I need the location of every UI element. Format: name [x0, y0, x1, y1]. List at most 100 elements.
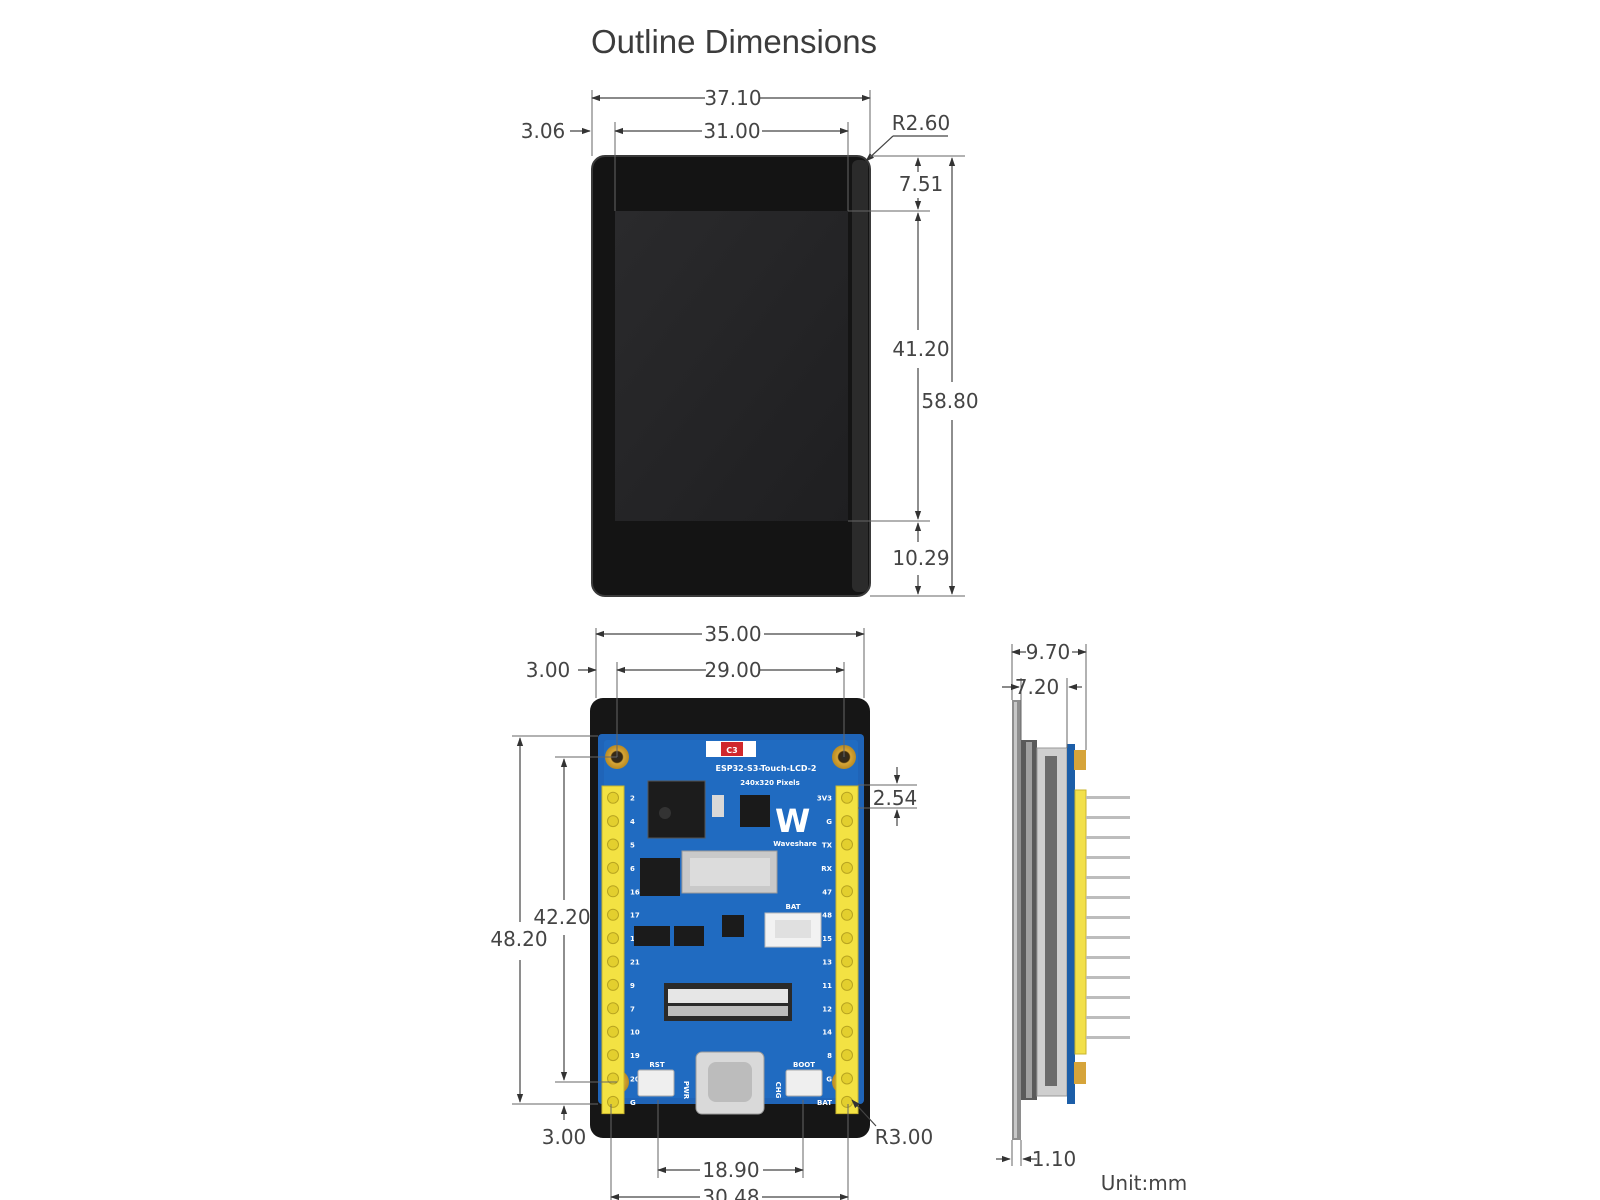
pin-label: 14: [822, 1029, 832, 1037]
pin-label: BAT: [817, 1099, 832, 1107]
dim-side-margin: 3.06: [521, 119, 566, 143]
header-pin: [607, 838, 619, 851]
header-pin: [841, 1072, 853, 1085]
pin-label: G: [826, 818, 832, 826]
dim-hole-spacing-x: 29.00: [704, 658, 761, 682]
header-pin: [607, 1002, 619, 1015]
side-pin: [1086, 836, 1130, 839]
pin-label: 21: [630, 959, 640, 967]
pin-label: 47: [822, 888, 832, 896]
pin-label: 19: [630, 1052, 640, 1060]
header-pin: [841, 815, 853, 828]
header-pin: [607, 932, 619, 945]
header-pin: [841, 1002, 853, 1015]
header-pin: [607, 955, 619, 968]
unit-label: Unit:mm: [1101, 1171, 1187, 1195]
pin-label: 4: [630, 818, 635, 826]
dim-corner-radius: R2.60: [892, 111, 950, 135]
header-pin: [607, 1072, 619, 1085]
header-pin: [841, 791, 853, 804]
dim-total-depth: 9.70: [1026, 640, 1071, 664]
side-pin: [1086, 956, 1130, 959]
header-pin: [841, 978, 853, 991]
side-pin: [1086, 1036, 1130, 1039]
dim-screen-height: 41.20: [892, 337, 949, 361]
header-pin: [841, 932, 853, 945]
header-pin: [841, 885, 853, 898]
esp32-chip: [647, 780, 706, 839]
dim-hole-offset-x: 3.00: [526, 658, 571, 682]
dim-top-margin: 7.51: [899, 172, 944, 196]
dim-screen-width: 31.00: [703, 119, 760, 143]
pin-label: 7: [630, 1005, 635, 1013]
pin-label: 5: [630, 842, 635, 850]
pin-label: RX: [821, 865, 832, 873]
side-view: 9.70 7.20 1.10: [996, 640, 1130, 1171]
bat-silk: BAT: [786, 903, 801, 911]
side-pcb: [1067, 744, 1075, 1104]
brand-silk: Waveshare: [773, 840, 817, 848]
header-pin: [607, 815, 619, 828]
pin-label: 9: [630, 982, 635, 990]
dim-header-spacing: 30.48: [702, 1185, 759, 1200]
dim-glass-thickness: 1.10: [1032, 1147, 1077, 1171]
pin-label: 12: [822, 1005, 832, 1013]
pin-label: 16: [630, 888, 640, 896]
dim-board-width: 35.00: [704, 622, 761, 646]
header-pin: [607, 978, 619, 991]
dim-module-depth: 7.20: [1015, 675, 1060, 699]
pin-label: 11: [822, 982, 832, 990]
header-pin: [607, 1025, 619, 1038]
header-pin: [607, 908, 619, 921]
header-pin: [607, 1095, 619, 1108]
pin-label: 8: [827, 1052, 832, 1060]
rst-button: [637, 1069, 675, 1097]
btn-rst-label: RST: [649, 1061, 664, 1069]
flash-chip: [640, 858, 680, 896]
side-pin-header: [1074, 789, 1087, 1055]
pin-label: 13: [822, 959, 832, 967]
header-pin: [607, 885, 619, 898]
waveshare-logo: W: [775, 802, 810, 840]
page-title: Outline Dimensions: [591, 23, 877, 60]
pin-label: 20: [630, 1076, 640, 1084]
side-pin: [1086, 896, 1130, 899]
front-view: 37.10 31.00 3.06 R2.60 7.51 41.20 10.29: [521, 86, 979, 597]
header-pin: [607, 1049, 619, 1062]
header-pin: [841, 908, 853, 921]
header-pin: [841, 1049, 853, 1062]
left-pin-header: 24561617182197101920G: [601, 785, 640, 1115]
header-pin: [841, 955, 853, 968]
side-pin: [1086, 996, 1130, 999]
dim-usb-spacing: 18.90: [702, 1158, 759, 1182]
side-pin: [1086, 916, 1130, 919]
header-pin: [841, 861, 853, 874]
header-pin: [607, 861, 619, 874]
side-pin: [1086, 816, 1130, 819]
btn-boot-label: BOOT: [793, 1061, 815, 1069]
btn-chg-label: CHG: [774, 1082, 782, 1099]
dim-overall-width: 37.10: [704, 86, 761, 110]
side-pin: [1086, 936, 1130, 939]
dim-hole-spacing-y: 42.20: [533, 905, 590, 929]
imu-chip: [722, 915, 744, 937]
pin-label: 3V3: [817, 795, 832, 803]
dim-hole-radius: R3.00: [875, 1125, 933, 1149]
side-pin: [1086, 856, 1130, 859]
side-pin: [1086, 796, 1130, 799]
pin-label: 2: [630, 795, 635, 803]
board-name-silk: ESP32-S3-Touch-LCD-2: [715, 764, 816, 773]
btn-pwr-label: PWR: [682, 1081, 690, 1100]
display-active-area: [615, 211, 848, 521]
pin-label: G: [826, 1076, 832, 1084]
dim-hole-offset-y: 3.00: [542, 1125, 587, 1149]
pin-label: 15: [822, 935, 832, 943]
pin-label: 6: [630, 865, 635, 873]
dim-overall-height: 58.80: [921, 389, 978, 413]
header-pin: [841, 1095, 853, 1108]
dim-board-height: 48.20: [490, 927, 547, 951]
side-pin: [1086, 976, 1130, 979]
header-pin: [841, 838, 853, 851]
